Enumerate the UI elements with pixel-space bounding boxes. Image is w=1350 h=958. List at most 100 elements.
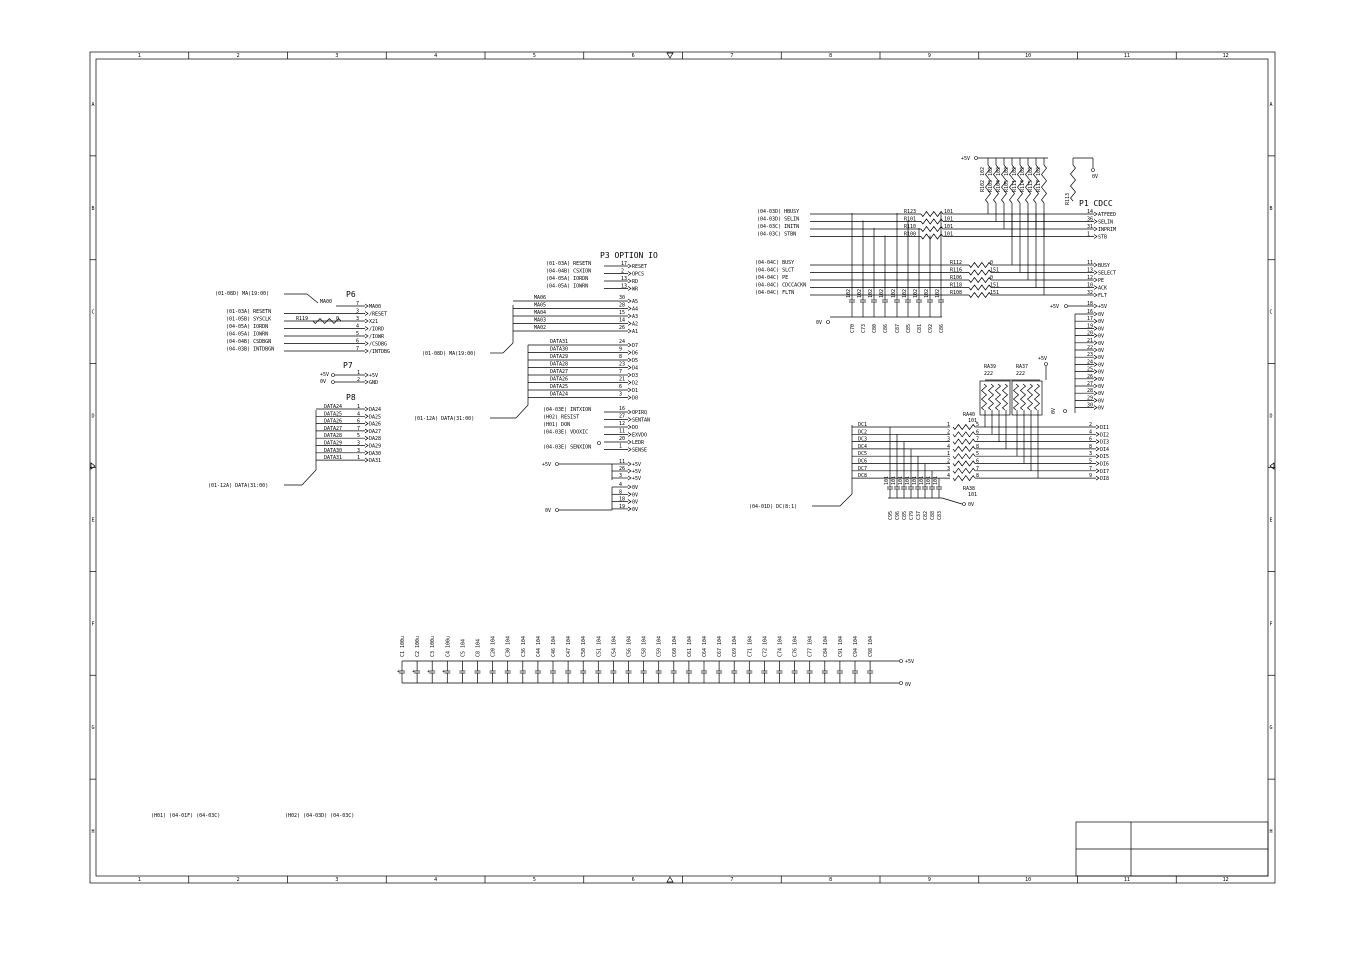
row-label: C bbox=[1269, 310, 1272, 316]
decoupling-cap-label: C46 104 bbox=[551, 636, 557, 657]
pin-arrow bbox=[1093, 211, 1098, 217]
p3-addr-bus-label: (01-08D) MA(19:00) bbox=[422, 351, 476, 357]
pin-arrow bbox=[1095, 461, 1100, 466]
pin-arrow bbox=[1093, 333, 1098, 338]
p8-pin-num: 3 bbox=[357, 448, 360, 454]
col-label: 11 bbox=[1124, 877, 1130, 883]
p3-pin-num: 8 bbox=[619, 489, 622, 495]
series-resistor bbox=[968, 261, 992, 269]
network-resistor bbox=[980, 383, 988, 411]
p3-net: A5 bbox=[632, 299, 638, 305]
pin-arrow bbox=[627, 499, 632, 504]
col-label: 5 bbox=[533, 53, 536, 59]
row-label: H bbox=[1269, 829, 1272, 835]
row-label: E bbox=[1269, 517, 1272, 523]
ra39-name: RA39 bbox=[984, 364, 996, 370]
ra-pin: 5 bbox=[976, 422, 979, 428]
terminal bbox=[1091, 168, 1095, 172]
p6-net: /IOWR bbox=[369, 334, 385, 340]
pin-arrow bbox=[364, 341, 369, 346]
p3-net: A2 bbox=[632, 322, 638, 328]
dc-pin-num: 4 bbox=[1089, 429, 1092, 435]
series-res-name: R101 bbox=[904, 217, 916, 223]
p3-ctl-signal: (H02) RESIST bbox=[543, 415, 579, 421]
pin-arrow bbox=[1093, 340, 1098, 346]
connector-p1-cdcc: P1 CDCC+5VR102102R103102R104102R105102R1… bbox=[755, 156, 1116, 414]
dc-signal: DC3 bbox=[858, 437, 867, 443]
polarity-mark: + bbox=[442, 669, 445, 675]
p3-net: OPCS bbox=[632, 272, 644, 278]
p1-signal: (04-03C) STBN bbox=[757, 232, 796, 238]
ra-pin: 7 bbox=[976, 437, 979, 443]
p3-ctl-signal: (04-03E) VDOXIC bbox=[543, 430, 588, 436]
pin-arrow bbox=[1093, 262, 1098, 268]
p3-net: LEDR bbox=[632, 440, 645, 446]
terminal bbox=[555, 462, 559, 466]
p1-title: P1 CDCC bbox=[1079, 199, 1113, 208]
dc-net: DI7 bbox=[1100, 469, 1109, 475]
ra-pin: 3 bbox=[947, 466, 950, 472]
p1-pin-num: 10 bbox=[1087, 283, 1093, 289]
p3-signal: (04-05A) IORDN bbox=[546, 276, 588, 282]
p1-net: +5V bbox=[1098, 304, 1107, 310]
dc-bus-label: (04-01D) DC(8:1) bbox=[749, 504, 797, 510]
series-res-value: 0 bbox=[990, 275, 993, 281]
row-label: F bbox=[1269, 621, 1272, 627]
pin-arrow bbox=[627, 306, 632, 311]
pullup-name: R115 bbox=[1028, 180, 1034, 192]
p3-addr-signal: MA02 bbox=[534, 325, 546, 331]
wire bbox=[301, 469, 317, 486]
p3-data-signal: DATA29 bbox=[550, 354, 568, 360]
p3-data-bus-label: (01-12A) DATA(31:00) bbox=[414, 416, 474, 422]
polarity-mark: + bbox=[397, 669, 400, 675]
network-resistor bbox=[987, 383, 995, 411]
p3-net: SENTAN bbox=[632, 418, 650, 424]
p3-net: SENSE bbox=[632, 448, 647, 454]
terminal bbox=[1063, 409, 1067, 413]
pullup-value: 102 bbox=[1028, 167, 1034, 176]
p3-title: P3 OPTION IO bbox=[600, 251, 658, 260]
pin-arrow bbox=[627, 328, 632, 334]
decoupling-cap-label: C20 104 bbox=[491, 636, 497, 657]
pin-arrow bbox=[627, 447, 632, 452]
series-resistor bbox=[968, 284, 992, 291]
decoupling-cap-label: C67 104 bbox=[717, 636, 723, 657]
p3-net: DO bbox=[632, 425, 638, 431]
cap-name: C86 bbox=[939, 324, 945, 333]
cap-gnd-label: 0V bbox=[816, 320, 822, 326]
pin-arrow bbox=[627, 263, 632, 269]
p1-net: SELIN bbox=[1098, 220, 1113, 226]
decoupling-cap-label: C56 104 bbox=[627, 636, 633, 657]
p6-r119-value: 0 bbox=[336, 316, 339, 322]
p3-net: OPIRQ bbox=[632, 410, 647, 416]
p8-pin-num: 1 bbox=[357, 404, 360, 410]
p8-signal: DATA27 bbox=[324, 426, 342, 432]
p1-pin-num: 23 bbox=[1087, 352, 1093, 358]
center-marker-left bbox=[90, 462, 96, 470]
pullup-name: R111 bbox=[1012, 180, 1018, 192]
p7-pin-num: 2 bbox=[357, 377, 360, 383]
p6-signal: (04-05A) IORDN bbox=[226, 324, 268, 330]
terminal bbox=[597, 441, 601, 445]
pin-arrow bbox=[364, 311, 369, 316]
decoupling-cap-label: C84 104 bbox=[823, 636, 829, 657]
pullup-name: R117 bbox=[1036, 180, 1042, 192]
row-label: D bbox=[91, 414, 94, 420]
pin-arrow bbox=[627, 321, 632, 326]
p6-net: /INTDBG bbox=[369, 349, 390, 355]
p1-pin-num: 14 bbox=[1087, 209, 1093, 215]
pin-arrow bbox=[627, 380, 632, 385]
decoupling-cap-label: C77 104 bbox=[808, 636, 814, 657]
cap-name: C86 bbox=[883, 324, 889, 333]
cap-value: 101 bbox=[898, 476, 904, 485]
p6-pin-num: 7 bbox=[356, 346, 359, 352]
pin-arrow bbox=[627, 417, 632, 422]
p3-pin-num: 19 bbox=[619, 504, 625, 510]
network-resistor bbox=[952, 460, 976, 467]
p8-signal: DATA25 bbox=[324, 411, 342, 417]
col-label: 2 bbox=[237, 877, 240, 883]
series-resistor bbox=[968, 269, 992, 276]
network-resistor bbox=[952, 438, 976, 445]
notes: (H01) (04-01F) (04-03C)(H02) (04-03D) (0… bbox=[151, 813, 354, 819]
